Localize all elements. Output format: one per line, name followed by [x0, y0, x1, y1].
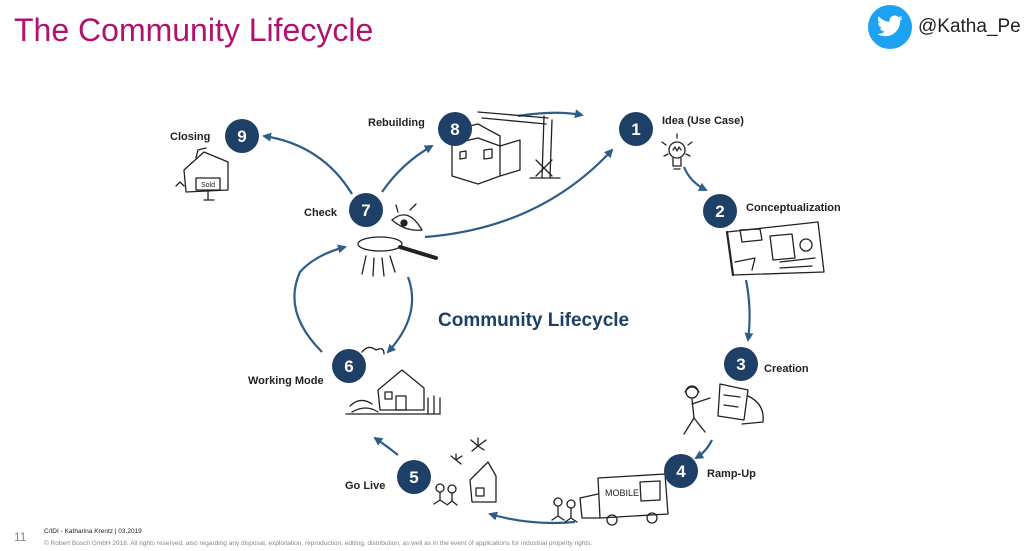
twitter-handle: @Katha_Pe — [918, 16, 1021, 37]
step-label: Rebuilding — [368, 117, 425, 129]
step-number: 9 — [237, 127, 246, 146]
step-number: 8 — [450, 120, 459, 139]
step-label: Conceptualization — [746, 202, 841, 214]
arrow-6-to-7 — [293, 244, 347, 353]
arrow-7-to-9 — [262, 132, 353, 195]
step-2: 2 Conceptualization — [703, 194, 841, 228]
worker-sketch — [683, 383, 764, 435]
sold-sign: Sold — [201, 182, 215, 189]
step-number: 2 — [715, 202, 724, 221]
step-7: 7 Check — [304, 193, 383, 227]
page-number: 11 — [14, 530, 27, 544]
step-label: Creation — [764, 363, 809, 375]
twitter-bird-icon — [868, 5, 912, 49]
footer-author: C/IDI - Katharina Krentz | 03.2019 — [44, 528, 142, 535]
arrow-3-to-4 — [694, 439, 713, 460]
arrow-2-to-3 — [744, 279, 754, 342]
step-number: 5 — [409, 468, 418, 487]
house-fireworks-sketch — [433, 437, 497, 506]
step-label: Working Mode — [248, 375, 324, 387]
step-4: 4 Ramp-Up — [664, 454, 756, 488]
lightbulb-sketch — [661, 133, 693, 170]
step-number: 6 — [344, 357, 353, 376]
step-5: 5 Go Live — [345, 460, 431, 494]
step-label: Go Live — [345, 480, 385, 492]
arrow-1-to-2 — [682, 166, 708, 191]
step-9: 9 Closing — [170, 119, 259, 153]
arrow-4-to-5 — [488, 511, 576, 525]
arrow-8-to-1 — [517, 109, 584, 119]
step-number: 7 — [361, 201, 370, 220]
footer-copyright: © Robert Bosch GmbH 2016. All rights res… — [44, 540, 593, 547]
step-3: 3 Creation — [724, 347, 809, 381]
step-label: Idea (Use Case) — [662, 115, 744, 127]
step-label: Check — [304, 207, 338, 219]
step-number: 4 — [676, 462, 686, 481]
village-sketch — [345, 346, 441, 415]
truck-sketch: MOBILE — [551, 473, 669, 526]
step-1: 1 Idea (Use Case) — [619, 112, 744, 146]
arrow-7-to-6 — [386, 276, 414, 354]
arrow-7-to-8 — [381, 145, 434, 193]
step-6: 6 Working Mode — [248, 349, 366, 387]
arrows — [262, 109, 754, 525]
step-label: Closing — [170, 131, 210, 143]
truck-sign: MOBILE — [605, 488, 639, 498]
sold-house-sketch: Sold — [175, 147, 229, 201]
arrow-5-to-6 — [373, 436, 399, 456]
eye-magnifier-sketch — [357, 203, 438, 277]
slide-title: The Community Lifecycle — [14, 12, 374, 48]
arrow-7-to-1 — [424, 148, 614, 239]
step-number: 1 — [631, 120, 640, 139]
step-label: Ramp-Up — [707, 468, 756, 480]
step-8: 8 Rebuilding — [368, 112, 472, 146]
center-title: Community Lifecycle — [438, 310, 629, 331]
step-number: 3 — [736, 355, 745, 374]
blueprint-sketch — [725, 221, 825, 277]
